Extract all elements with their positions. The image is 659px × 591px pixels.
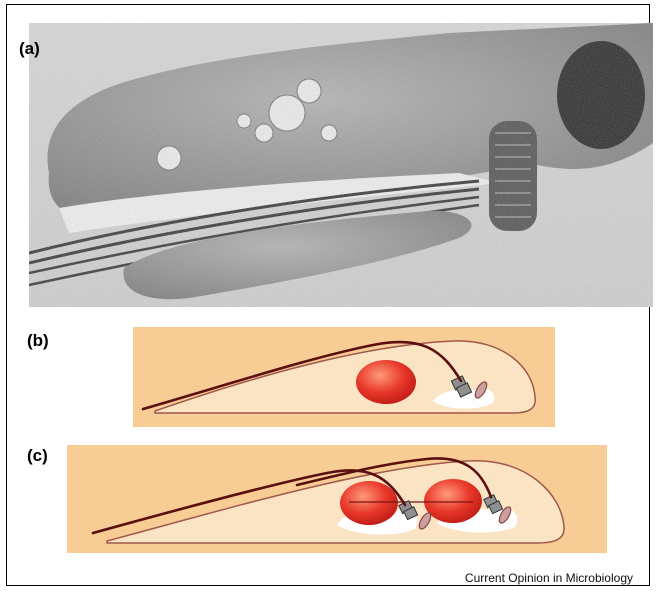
panel-b-nucleus [356, 360, 416, 404]
figure-credit: Current Opinion in Microbiology [465, 571, 633, 585]
panel-c-diagram [67, 445, 607, 553]
figure-frame: (a) [6, 4, 650, 586]
panel-c-nucleus-2 [424, 479, 482, 523]
panel-b-label: (b) [27, 331, 49, 351]
panel-c-label: (c) [27, 446, 48, 466]
panel-b-diagram [133, 327, 555, 427]
panel-a-label: (a) [19, 39, 40, 59]
panel-c-nucleus-1 [340, 481, 398, 525]
panel-a-micrograph [29, 23, 653, 307]
micrograph-image [29, 23, 653, 307]
